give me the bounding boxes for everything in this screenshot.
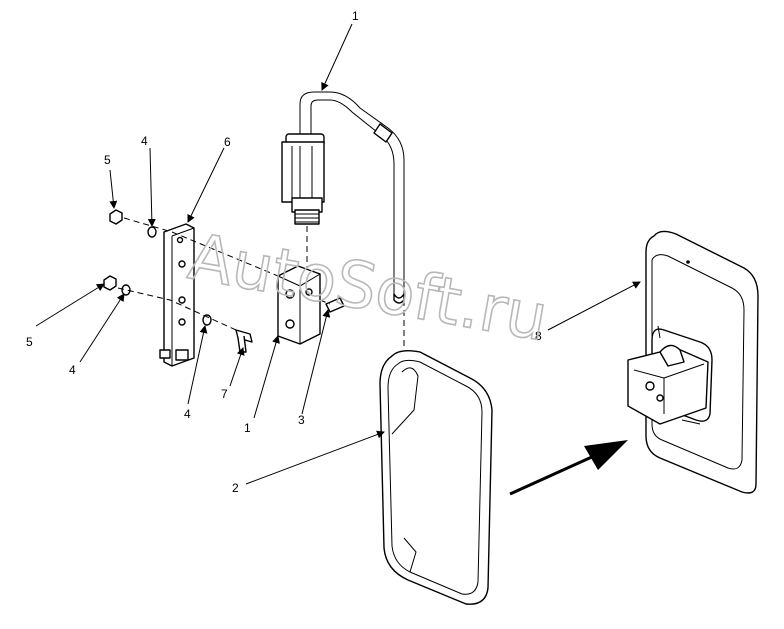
nut-lower xyxy=(103,275,117,291)
clamp-block xyxy=(277,265,321,345)
callout-4-bottom: 4 xyxy=(184,407,191,421)
callout-2: 2 xyxy=(232,481,239,495)
leader-lines xyxy=(35,23,641,485)
callout-5-left: 5 xyxy=(26,335,33,349)
washer-upper xyxy=(147,226,157,238)
bracket-plate xyxy=(159,223,195,367)
callout-8: 8 xyxy=(535,329,542,343)
callout-labels: 1 6 4 5 5 4 4 7 1 3 2 8 xyxy=(26,9,542,495)
callout-4-left: 4 xyxy=(69,363,76,377)
washer-lower xyxy=(121,284,131,296)
callout-1-bottom: 1 xyxy=(244,421,251,435)
mirror-arm xyxy=(281,91,405,350)
callout-6: 6 xyxy=(224,135,231,149)
callout-1-top: 1 xyxy=(352,9,359,23)
assembly-arrow xyxy=(509,440,628,496)
nut-upper xyxy=(109,209,123,225)
bolt xyxy=(235,329,253,353)
callout-3: 3 xyxy=(298,413,305,427)
callout-7: 7 xyxy=(221,387,228,401)
mirror-head xyxy=(627,230,759,494)
callout-4-top: 4 xyxy=(141,134,148,148)
washer-bracket xyxy=(202,314,212,326)
callout-5-top: 5 xyxy=(104,153,111,167)
mirror-glass xyxy=(379,349,493,605)
